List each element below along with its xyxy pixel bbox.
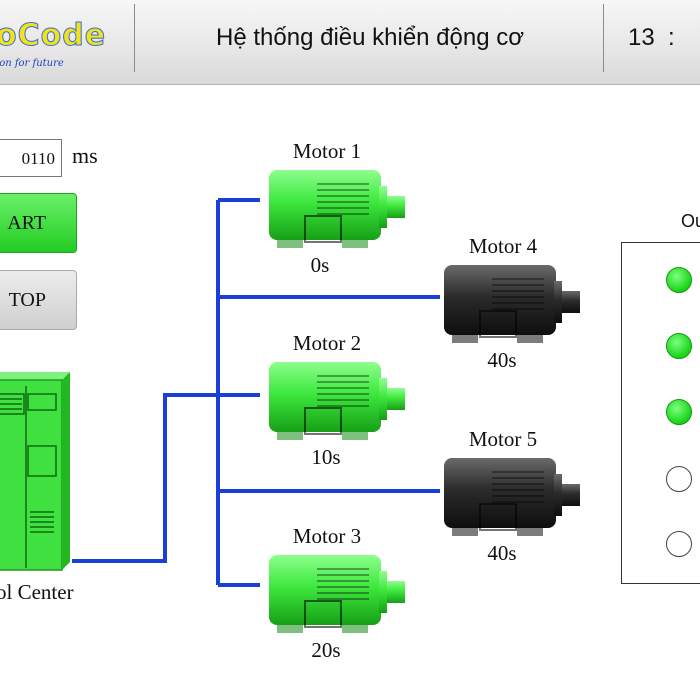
motor-3-icon[interactable]: [257, 547, 407, 642]
control-cabinet-icon: [0, 372, 70, 571]
motor-2-label: Motor 2: [292, 331, 362, 355]
interval-input[interactable]: 0110: [0, 139, 62, 177]
logo-tagline: ion for future: [0, 58, 64, 69]
start-button[interactable]: ART: [0, 193, 77, 253]
motor-2-time: 10s: [311, 445, 341, 469]
logo: oCode ion for future: [0, 18, 126, 78]
page-title: Hệ thống điều khiển động cơ: [216, 24, 524, 51]
motor-3-time: 20s: [311, 638, 341, 662]
header-divider: [134, 4, 135, 72]
output-led-1: [666, 267, 692, 293]
output-led-3: [666, 399, 692, 425]
output-led-2: [666, 333, 692, 359]
motor-5-label: Motor 5: [468, 427, 538, 451]
output-led-5: [666, 531, 692, 557]
logo-text: oCode: [0, 18, 107, 54]
header-bar: oCode ion for future Hệ thống điều khiển…: [0, 0, 700, 85]
interval-unit-label: ms: [72, 143, 98, 168]
motor-4-label: Motor 4: [468, 234, 538, 258]
output-led-4: [666, 466, 692, 492]
motor-4-time: 40s: [487, 348, 517, 372]
outputs-title: Ou: [681, 211, 700, 231]
motor-5-time: 40s: [487, 541, 517, 565]
motor-4-icon[interactable]: [432, 257, 582, 352]
clock-display: 13 :: [628, 24, 675, 51]
motor-1-label: Motor 1: [292, 139, 362, 163]
motor-5-icon[interactable]: [432, 450, 582, 545]
motor-1-icon[interactable]: [257, 162, 407, 257]
header-divider: [603, 4, 604, 72]
motor-3-label: Motor 3: [292, 524, 362, 548]
stop-button[interactable]: TOP: [0, 270, 77, 330]
control-center-label: ol Center: [0, 580, 74, 604]
wire-control-to-bus: [72, 393, 260, 563]
motor-2-icon[interactable]: [257, 354, 407, 449]
motor-1-time: 0s: [310, 253, 330, 277]
